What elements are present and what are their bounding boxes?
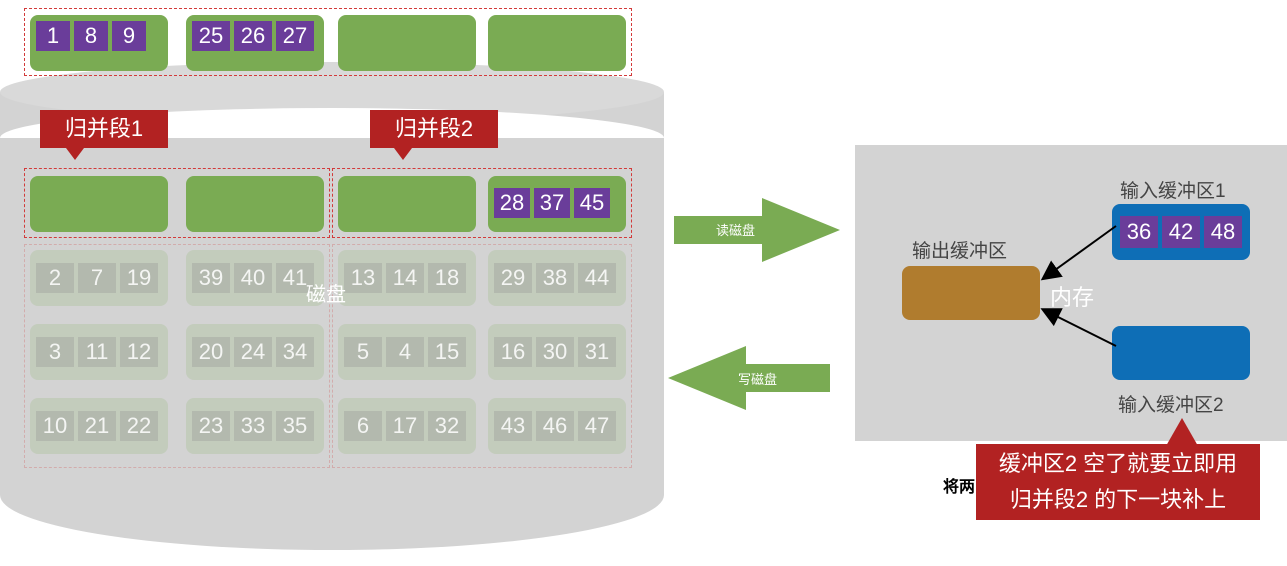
top-block-2: 25 26 27	[186, 15, 324, 71]
cell: 38	[536, 263, 574, 293]
cell: 13	[344, 263, 382, 293]
segment1-region	[24, 168, 330, 238]
cell: 23	[192, 411, 230, 441]
cell: 35	[276, 411, 314, 441]
cell: 17	[386, 411, 424, 441]
cell: 6	[344, 411, 382, 441]
cell: 47	[578, 411, 616, 441]
cell: 8	[74, 21, 108, 51]
callout-line1: 缓冲区2 空了就要立即用	[998, 451, 1238, 476]
partial-caption: 将两	[943, 479, 976, 496]
cell: 44	[578, 263, 616, 293]
cell: 28	[494, 188, 530, 218]
cell: 43	[494, 411, 532, 441]
write-arrow	[668, 346, 830, 410]
disk-block	[30, 176, 168, 232]
callout-pointer	[1166, 418, 1198, 446]
cell: 18	[428, 263, 466, 293]
cell: 46	[536, 411, 574, 441]
buffer-connector-arrows	[1040, 225, 1117, 347]
read-arrow	[674, 198, 840, 262]
cell: 39	[192, 263, 230, 293]
cell: 27	[276, 21, 314, 51]
cell: 24	[234, 337, 272, 367]
disk-block	[186, 176, 324, 232]
cell: 30	[536, 337, 574, 367]
cell: 2	[36, 263, 74, 293]
top-block-3	[338, 15, 476, 71]
cell: 40	[234, 263, 272, 293]
memory-label: 内存	[1050, 285, 1095, 310]
segment2-current-block: 28 37 45	[488, 176, 626, 232]
cell: 19	[120, 263, 158, 293]
cell: 42	[1162, 216, 1200, 248]
cell: 15	[428, 337, 466, 367]
cell: 21	[78, 411, 116, 441]
input-buffer2	[1112, 326, 1250, 380]
segment1-faded-region	[24, 244, 330, 468]
segment2-pointer	[394, 148, 412, 160]
write-arrow-label: 写磁盘	[738, 372, 778, 387]
cell: 34	[276, 337, 314, 367]
input-buffer1: 36 42 48	[1112, 204, 1250, 260]
output-buffer	[902, 266, 1040, 320]
disk-block	[338, 176, 476, 232]
cell: 31	[578, 337, 616, 367]
cell: 36	[1120, 216, 1158, 248]
cell: 7	[78, 263, 116, 293]
cell: 9	[112, 21, 146, 51]
read-arrow-label: 读磁盘	[716, 223, 756, 238]
cell: 33	[234, 411, 272, 441]
top-output-region	[24, 8, 632, 76]
cell: 37	[534, 188, 570, 218]
cell: 10	[36, 411, 74, 441]
cell: 11	[78, 337, 116, 367]
input-buffer1-label: 输入缓冲区1	[1120, 181, 1226, 202]
callout-line2: 归并段2 的下一块补上	[1009, 487, 1227, 512]
cell: 4	[386, 337, 424, 367]
segment2-region	[332, 168, 632, 238]
cell: 20	[192, 337, 230, 367]
segment1-pointer	[66, 148, 84, 160]
segment2-label: 归并段2	[370, 110, 498, 148]
cell: 41	[276, 263, 314, 293]
cell: 3	[36, 337, 74, 367]
segment2-faded-region	[332, 244, 632, 468]
cell: 5	[344, 337, 382, 367]
cell: 16	[494, 337, 532, 367]
callout: 缓冲区2 空了就要立即用 归并段2 的下一块补上	[976, 444, 1260, 520]
cell: 12	[120, 337, 158, 367]
cell: 45	[574, 188, 610, 218]
disk-label: 磁盘	[306, 284, 346, 306]
cell: 1	[36, 21, 70, 51]
output-buffer-label: 输出缓冲区	[912, 241, 1008, 262]
top-block-1: 1 8 9	[30, 15, 168, 71]
segment1-label: 归并段1	[40, 110, 168, 148]
cell: 22	[120, 411, 158, 441]
top-block-4	[488, 15, 626, 71]
input-buffer2-label: 输入缓冲区2	[1118, 395, 1224, 416]
cell: 32	[428, 411, 466, 441]
cell: 14	[386, 263, 424, 293]
cell: 25	[192, 21, 230, 51]
cell: 29	[494, 263, 532, 293]
cell: 48	[1204, 216, 1242, 248]
cell: 26	[234, 21, 272, 51]
